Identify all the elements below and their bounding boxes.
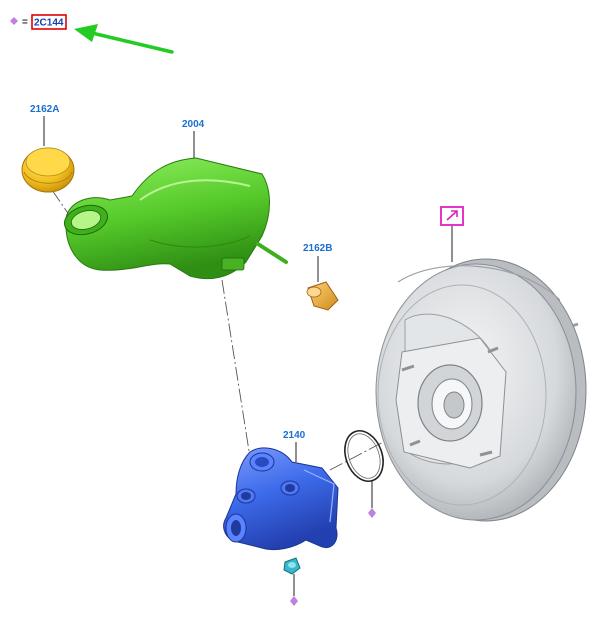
brake-fluid-reservoir[interactable] [61,157,288,280]
diamond-marker-icon [10,17,18,25]
o-ring-marker [368,480,376,518]
legend: = 2C144 [10,14,174,54]
diamond-marker-icon [290,596,298,606]
brake-booster[interactable] [375,258,587,522]
callout-2004[interactable]: 2004 [182,119,205,130]
hose-connector[interactable] [306,281,339,311]
callout-2162b[interactable]: 2162B [303,243,332,254]
bleed-screw-fitting[interactable] [283,557,301,575]
reservoir-cap[interactable] [21,147,75,193]
pointer-arrow-icon [74,24,174,54]
connector-callout: 2162B [303,243,332,282]
callout-2162a[interactable]: 2162A [30,104,59,115]
callout-2140[interactable]: 2140 [283,430,306,441]
reservoir-callout: 2004 [182,119,205,158]
booster-marker [440,206,464,262]
fitting-marker [290,574,298,606]
brake-master-cylinder[interactable] [223,447,339,551]
legend-code-box [31,14,67,30]
o-ring-seal[interactable] [338,425,390,486]
diamond-marker-icon [368,508,376,518]
legend-equals: = [22,17,28,28]
master-cylinder-callout: 2140 [283,430,306,462]
cap-callout: 2162A [30,104,59,146]
legend-code[interactable]: 2C144 [34,18,64,29]
reservoir-to-cylinder-line [221,279,253,471]
